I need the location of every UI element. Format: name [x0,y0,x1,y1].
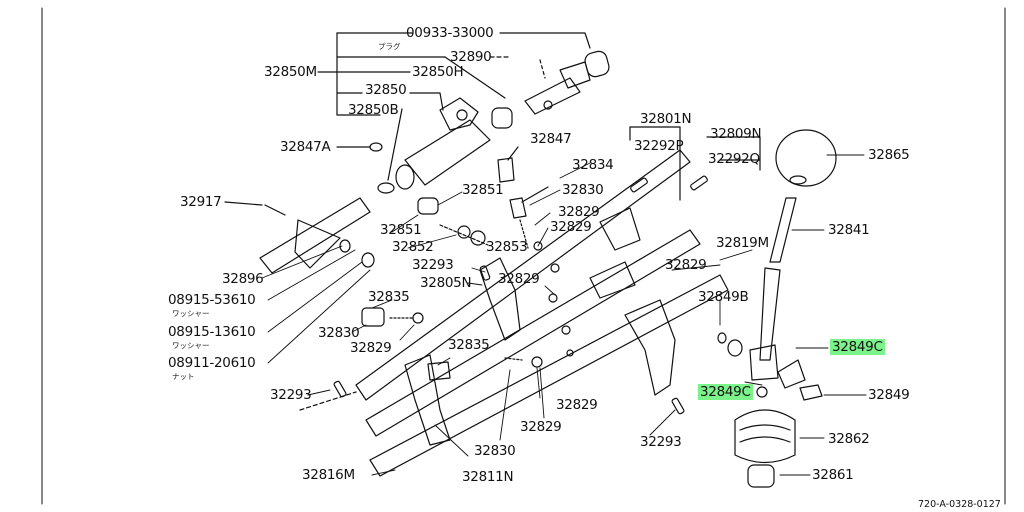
label-32809N: 32809N [710,126,762,142]
rod-part [524,77,581,115]
label-32835: 32835 [448,337,490,353]
label-08915-13610: 08915-13610 [168,324,256,340]
label-32805N: 32805N [420,275,472,291]
label-32850: 32850 [365,82,407,98]
shaft-lower [369,274,729,477]
fork-3 [624,299,676,396]
bushing-32861 [747,464,775,488]
label-32834: 32834 [572,157,614,173]
label-32849: 32849 [868,387,910,403]
label-32861: 32861 [812,467,854,483]
label-32835: 32835 [368,289,410,305]
label-32811N: 32811N [462,469,514,485]
label-32851: 32851 [462,182,504,198]
label-32841: 32841 [828,222,870,238]
fork-2 [404,354,451,446]
label-32890: 32890 [450,49,492,65]
label-32293: 32293 [270,387,312,403]
lever-lower [759,267,781,361]
label-32829: 32829 [556,397,598,413]
bushing-part [491,107,513,129]
label-08915-53610: 08915-53610 [168,292,256,308]
bracket-line [336,32,381,116]
shaft-upper [355,149,691,401]
label-32865: 32865 [868,147,910,163]
label-32850M: 32850M [264,64,317,80]
label-32829: 32829 [558,204,600,220]
label-32851: 32851 [380,222,422,238]
label-32816M: 32816M [302,467,355,483]
label-32829: 32829 [665,257,707,273]
label-32829: 32829 [498,271,540,287]
label-00933-33000: 00933-33000 [406,25,494,41]
label-32849C-highlighted: 32849C [830,339,885,355]
label-32292Q: 32292Q [708,151,760,167]
label-32830: 32830 [562,182,604,198]
label-32847A: 32847A [280,139,331,155]
label-32847: 32847 [530,131,572,147]
label-32896: 32896 [222,271,264,287]
label-32850B: 32850B [348,102,399,118]
label-32830: 32830 [318,325,360,341]
label-32850H: 32850H [412,64,464,80]
label-32829: 32829 [520,419,562,435]
label-32292P: 32292P [634,138,684,154]
label-32819M: 32819M [716,235,769,251]
label-32917: 32917 [180,194,222,210]
rod-32917 [259,197,371,274]
label-32293: 32293 [640,434,682,450]
label-32801N: 32801N [640,111,692,127]
label-32853: 32853 [486,239,528,255]
label-32829: 32829 [550,219,592,235]
sub-label-nut: ナット [172,372,195,381]
shaft-middle [365,229,701,437]
shift-knob [775,129,837,187]
shift-head [404,119,491,186]
footer-code: 720-A-0328-0127 [918,499,1001,510]
boot-32862 [734,409,796,464]
label-08911-20610: 08911-20610 [168,355,256,371]
lever-upper [769,197,797,263]
fork-1 [479,257,521,341]
label-32849C-highlighted: 32849C [698,384,753,400]
label-32862: 32862 [828,431,870,447]
label-32293: 32293 [412,257,454,273]
sub-label-washer: ワッシャー [172,309,210,318]
label-32849B: 32849B [698,289,749,305]
sub-label-washer: ワッシャー [172,341,210,350]
label-32830: 32830 [474,443,516,459]
label-32852: 32852 [392,239,434,255]
label-32829: 32829 [350,340,392,356]
sub-label-plug: プラグ [378,42,401,51]
plug-part [584,50,610,78]
